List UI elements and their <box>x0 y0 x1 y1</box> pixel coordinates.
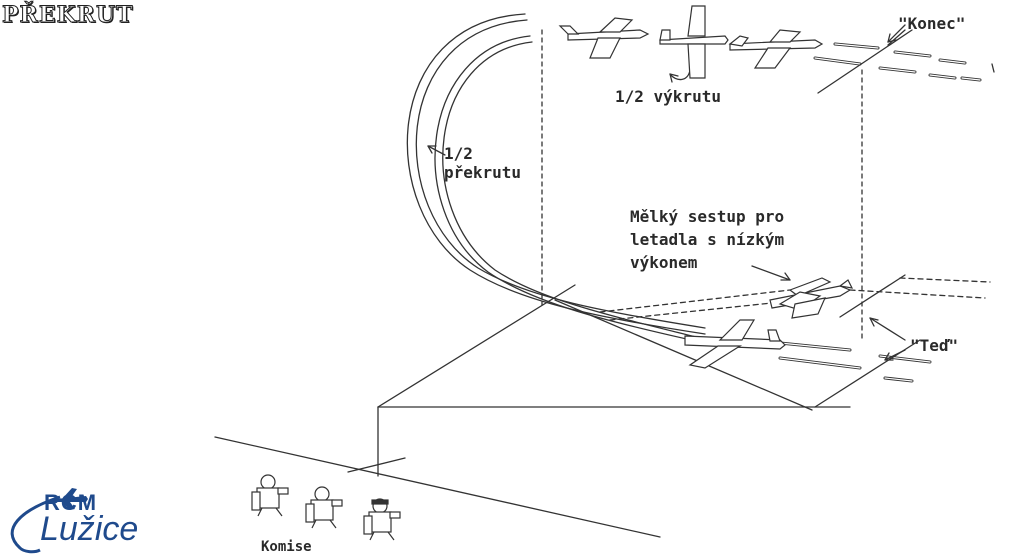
airplane-top-3 <box>728 29 824 69</box>
biplane-icon <box>769 277 854 319</box>
shallow-label-1: Mělký sestup pro <box>630 207 785 226</box>
loop-inner-2 <box>442 41 701 339</box>
logo-text-luzice: Lužice <box>40 510 139 548</box>
half-roll-label: 1/2 výkrutu <box>615 87 721 106</box>
page-title: PŘEKRUT <box>2 2 134 28</box>
airplane-top-1 <box>558 17 650 59</box>
judge-figure-1 <box>251 474 289 517</box>
ground-line-main <box>214 436 661 538</box>
konec-label: "Konec" <box>898 14 966 33</box>
floor-diagonal-left <box>377 284 576 408</box>
konec-arrow <box>887 24 906 43</box>
shallow-gate-line <box>839 274 906 318</box>
airplane-bottom <box>684 319 786 369</box>
airplane-top-2 <box>659 5 729 79</box>
half-loop-arrow <box>427 145 446 156</box>
loop-inner <box>434 35 701 343</box>
logo-swoosh <box>10 495 61 554</box>
judge-figure-2 <box>305 486 343 529</box>
floor-diagonal-far <box>554 299 813 411</box>
half-loop-label-1: 1/2 <box>444 144 473 163</box>
ted-arrow <box>869 317 906 341</box>
shallow-arrow <box>751 265 791 281</box>
shallow-label-2: letadla s nízkým <box>630 230 785 249</box>
ground-line-tick <box>347 457 406 473</box>
airplane-icon <box>46 488 88 510</box>
judge-figure-3 <box>363 498 401 541</box>
loop-outer-2 <box>415 19 706 329</box>
loop-outer <box>406 13 706 335</box>
half-loop-label-2: překrutu <box>444 163 522 182</box>
logo-text-rcm: RCM <box>44 490 98 515</box>
shallow-label-3: výkonem <box>630 253 698 272</box>
ted-label: "Teď" <box>910 336 959 355</box>
komise-label: Komise <box>261 539 312 555</box>
